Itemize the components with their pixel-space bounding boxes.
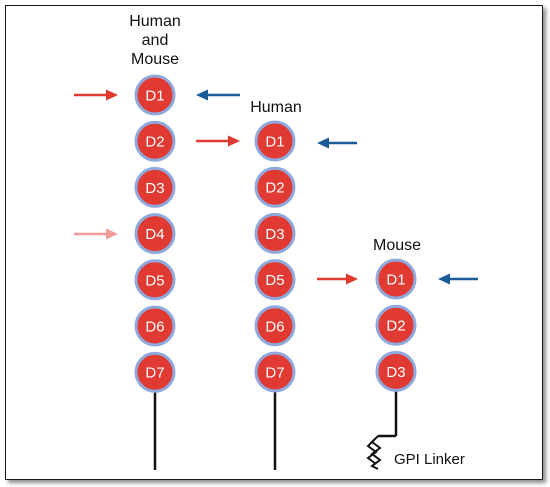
domain-node-human: D3 [254, 212, 296, 254]
title-line: Mouse [372, 237, 422, 254]
arrow-head [346, 273, 358, 285]
domain-node-human-and-mouse: D7 [134, 351, 176, 393]
domain-label: D4 [145, 226, 164, 243]
domain-circle [254, 351, 296, 393]
title-human-and-mouse: Human and Mouse [115, 12, 195, 69]
domain-circle [134, 120, 176, 162]
domain-circle [375, 304, 417, 346]
domain-label: D2 [145, 134, 164, 151]
domain-node-human-and-mouse: D1 [134, 74, 176, 116]
domain-label: D2 [265, 180, 284, 197]
domain-circle [134, 351, 176, 393]
domain-node-human-and-mouse: D4 [134, 213, 176, 255]
arrow-head [317, 137, 329, 149]
arrow-right-pink-icon [74, 228, 118, 240]
domain-circle [254, 120, 296, 162]
domain-circle [254, 166, 296, 208]
domain-node-human: D2 [254, 166, 296, 208]
domain-label: D1 [265, 134, 284, 151]
domain-label: D5 [265, 272, 284, 289]
domain-circle [134, 213, 176, 255]
arrow-left-blue-icon [317, 137, 357, 149]
domain-label: D7 [265, 365, 284, 382]
domain-circle [134, 305, 176, 347]
domain-node-human: D5 [254, 259, 296, 301]
domain-node-human: D1 [254, 120, 296, 162]
arrow-right-red-icon [317, 273, 358, 285]
domain-label: D1 [386, 272, 405, 289]
domain-label: D5 [145, 272, 164, 289]
arrow-head [106, 228, 118, 240]
domain-circle [254, 305, 296, 347]
domain-node-mouse: D3 [375, 350, 417, 392]
stems-layer [153, 390, 398, 470]
title-line: Mouse [130, 51, 180, 68]
domain-circle [134, 74, 176, 116]
title-line: and [141, 32, 169, 49]
arrow-right-red-icon [196, 135, 240, 147]
domain-circle [375, 258, 417, 300]
arrow-head [106, 89, 118, 101]
arrow-head [438, 273, 450, 285]
domain-label: D3 [265, 226, 284, 243]
domain-node-human: D6 [254, 305, 296, 347]
domain-circle [134, 259, 176, 301]
domain-label: D1 [145, 88, 164, 105]
arrow-head [196, 89, 208, 101]
arrow-left-blue-icon [196, 89, 240, 101]
title-human: Human [236, 98, 316, 117]
title-line: Human [129, 13, 181, 30]
domain-circle [134, 166, 176, 208]
arrow-right-red-icon [74, 89, 118, 101]
domain-node-human: D7 [254, 351, 296, 393]
domain-node-mouse: D2 [375, 304, 417, 346]
domain-node-human-and-mouse: D5 [134, 259, 176, 301]
gpi-linker-label: GPI Linker [394, 451, 465, 468]
domain-node-mouse: D1 [375, 258, 417, 300]
domain-circle [254, 212, 296, 254]
domain-label: D3 [145, 180, 164, 197]
domain-label: D6 [265, 318, 284, 335]
domain-node-human-and-mouse: D2 [134, 120, 176, 162]
arrows-layer [74, 89, 478, 285]
domain-circle [254, 259, 296, 301]
gpi-zigzag-icon [366, 439, 378, 465]
arrow-left-blue-icon [438, 273, 478, 285]
arrow-head [228, 135, 240, 147]
title-line: Human [250, 99, 302, 116]
domain-circle [375, 350, 417, 392]
domain-label: D3 [386, 364, 405, 381]
domain-label: D2 [386, 318, 405, 335]
domain-node-human-and-mouse: D3 [134, 166, 176, 208]
domain-node-human-and-mouse: D6 [134, 305, 176, 347]
title-mouse: Mouse [357, 236, 437, 255]
domain-label: D6 [145, 319, 164, 336]
domain-label: D7 [145, 365, 164, 382]
